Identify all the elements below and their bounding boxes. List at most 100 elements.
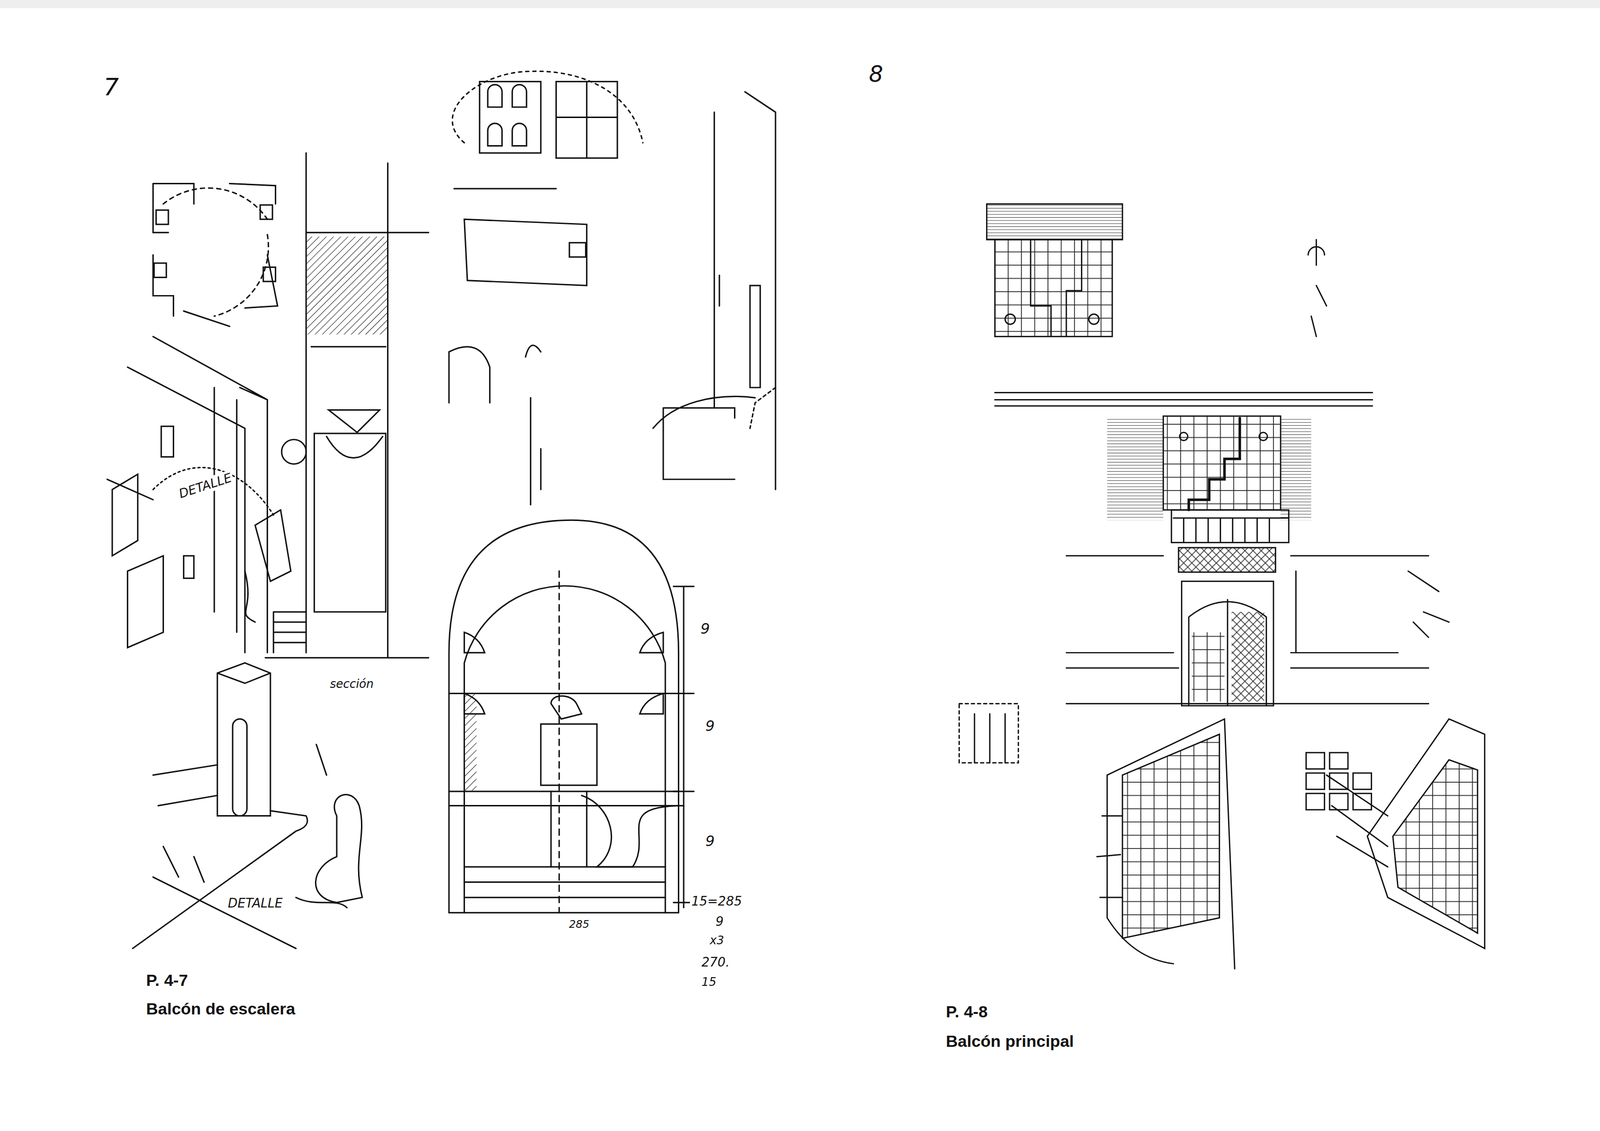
sketch-stroke	[464, 693, 477, 792]
sketch-stroke	[1171, 509, 1289, 543]
sketch-stroke	[1163, 416, 1281, 510]
sketch-stroke	[260, 205, 273, 220]
dimension: x3	[708, 933, 726, 948]
sketch-stroke	[1306, 793, 1325, 810]
sketch-stroke	[1306, 752, 1325, 770]
sketch-stroke	[448, 345, 541, 506]
sketch-stroke	[994, 392, 1373, 406]
page-number: 8	[867, 61, 885, 88]
sketch-stroke	[452, 71, 643, 143]
dimension: 9	[699, 620, 712, 638]
sketch-stroke	[1329, 752, 1348, 770]
sketch-stroke	[448, 520, 679, 913]
dimension: 15=285	[689, 894, 744, 910]
sketch-stroke	[152, 467, 274, 516]
sketch-stroke	[540, 696, 598, 868]
sketch-stroke	[1191, 632, 1225, 702]
sketch-stroke	[1188, 418, 1240, 510]
sketch-stroke	[132, 764, 308, 949]
sketch-stroke	[156, 209, 169, 225]
sketch-stroke	[555, 81, 618, 159]
sketch-stroke	[163, 188, 269, 317]
sketch-stroke	[183, 555, 195, 579]
plate-number: P. 4-8	[945, 1002, 988, 1021]
plate-caption: Balcón principal	[945, 1032, 1075, 1051]
sketch-stroke	[1280, 418, 1312, 521]
scan-edge	[0, 0, 1600, 9]
sketch-stroke	[1004, 314, 1016, 325]
sketch-stroke	[306, 236, 389, 335]
sketch-stroke	[273, 612, 306, 653]
handwritten-note: sección	[328, 677, 375, 691]
sketch-stroke	[448, 693, 679, 913]
sketch-stroke	[1308, 239, 1327, 337]
sketch-stroke	[1030, 239, 1082, 337]
sketch-stroke	[1306, 773, 1325, 790]
sketch-stroke	[569, 242, 586, 258]
sketch-stroke	[326, 409, 383, 458]
sketch-stroke	[1392, 760, 1478, 934]
sketch-stroke	[281, 439, 307, 465]
sketch-stroke	[673, 586, 694, 908]
sketch-stroke	[296, 897, 347, 908]
main-balcony-sketch	[959, 204, 1485, 970]
sketch-stroke	[265, 152, 429, 658]
sketch-stroke	[1106, 418, 1164, 521]
sketch-stroke	[152, 183, 278, 327]
dimension: 15	[700, 975, 718, 989]
sketch-stroke	[454, 188, 587, 286]
sketch-stroke	[974, 714, 1005, 763]
sketch-stroke	[653, 91, 776, 490]
sketch-stroke	[161, 426, 174, 457]
dimension: 9	[714, 914, 726, 930]
sketch-stroke	[1122, 734, 1220, 939]
sketch-stroke	[986, 204, 1123, 240]
sketch-stroke	[464, 632, 664, 715]
sketch-stroke	[487, 84, 527, 146]
handwritten-note: DETALLE	[175, 469, 236, 502]
sketch-stroke	[555, 81, 618, 159]
sketch-stroke	[315, 794, 362, 903]
sketch-stroke	[1181, 581, 1274, 706]
sketch-stroke	[1088, 314, 1099, 325]
handwritten-note: DETALLE	[226, 896, 285, 912]
sketch-stroke	[1188, 599, 1267, 706]
sketch-stroke	[1367, 718, 1485, 949]
dimension: 270.	[700, 955, 732, 971]
sketch-stroke	[1353, 793, 1372, 810]
sketch-stroke	[232, 718, 248, 816]
dimension: 9	[703, 717, 717, 735]
sketch-stroke	[558, 571, 560, 913]
sketch-stroke	[1173, 518, 1288, 543]
sketch-stroke	[994, 239, 1113, 337]
sketch-stroke	[1306, 752, 1372, 810]
sketch-stroke	[1106, 718, 1235, 970]
sketch-stroke	[1353, 773, 1372, 790]
sketch-stroke	[1329, 773, 1348, 790]
dimension: 9	[703, 832, 717, 850]
plate-caption: Balcón de escalera	[146, 1000, 296, 1018]
sketch-stroke	[1231, 612, 1265, 703]
page-number: 7	[102, 73, 121, 102]
sketch-stroke	[581, 795, 684, 868]
stair-balcony-sketch	[106, 71, 776, 949]
sketch-stroke	[314, 433, 387, 613]
sketch-stroke	[1329, 793, 1348, 810]
plate-number: P. 4-7	[146, 971, 188, 990]
sketch-stroke	[1259, 432, 1268, 441]
sketch-stroke	[106, 474, 164, 648]
sketch-stroke	[263, 267, 276, 282]
sketch-stroke	[1407, 571, 1449, 638]
sketch-stroke	[479, 81, 541, 154]
sketch-stroke	[959, 703, 1019, 763]
sketch-stroke	[217, 662, 271, 816]
sketch-stroke	[153, 263, 166, 278]
sketch-stroke	[1178, 547, 1276, 573]
sketch-stroke	[244, 509, 291, 623]
sketch-stroke	[1179, 432, 1188, 441]
dimension: 285	[567, 918, 591, 931]
sketch-stroke	[163, 744, 327, 883]
sketch-stroke	[1066, 555, 1429, 704]
sketch-stroke	[749, 387, 776, 429]
